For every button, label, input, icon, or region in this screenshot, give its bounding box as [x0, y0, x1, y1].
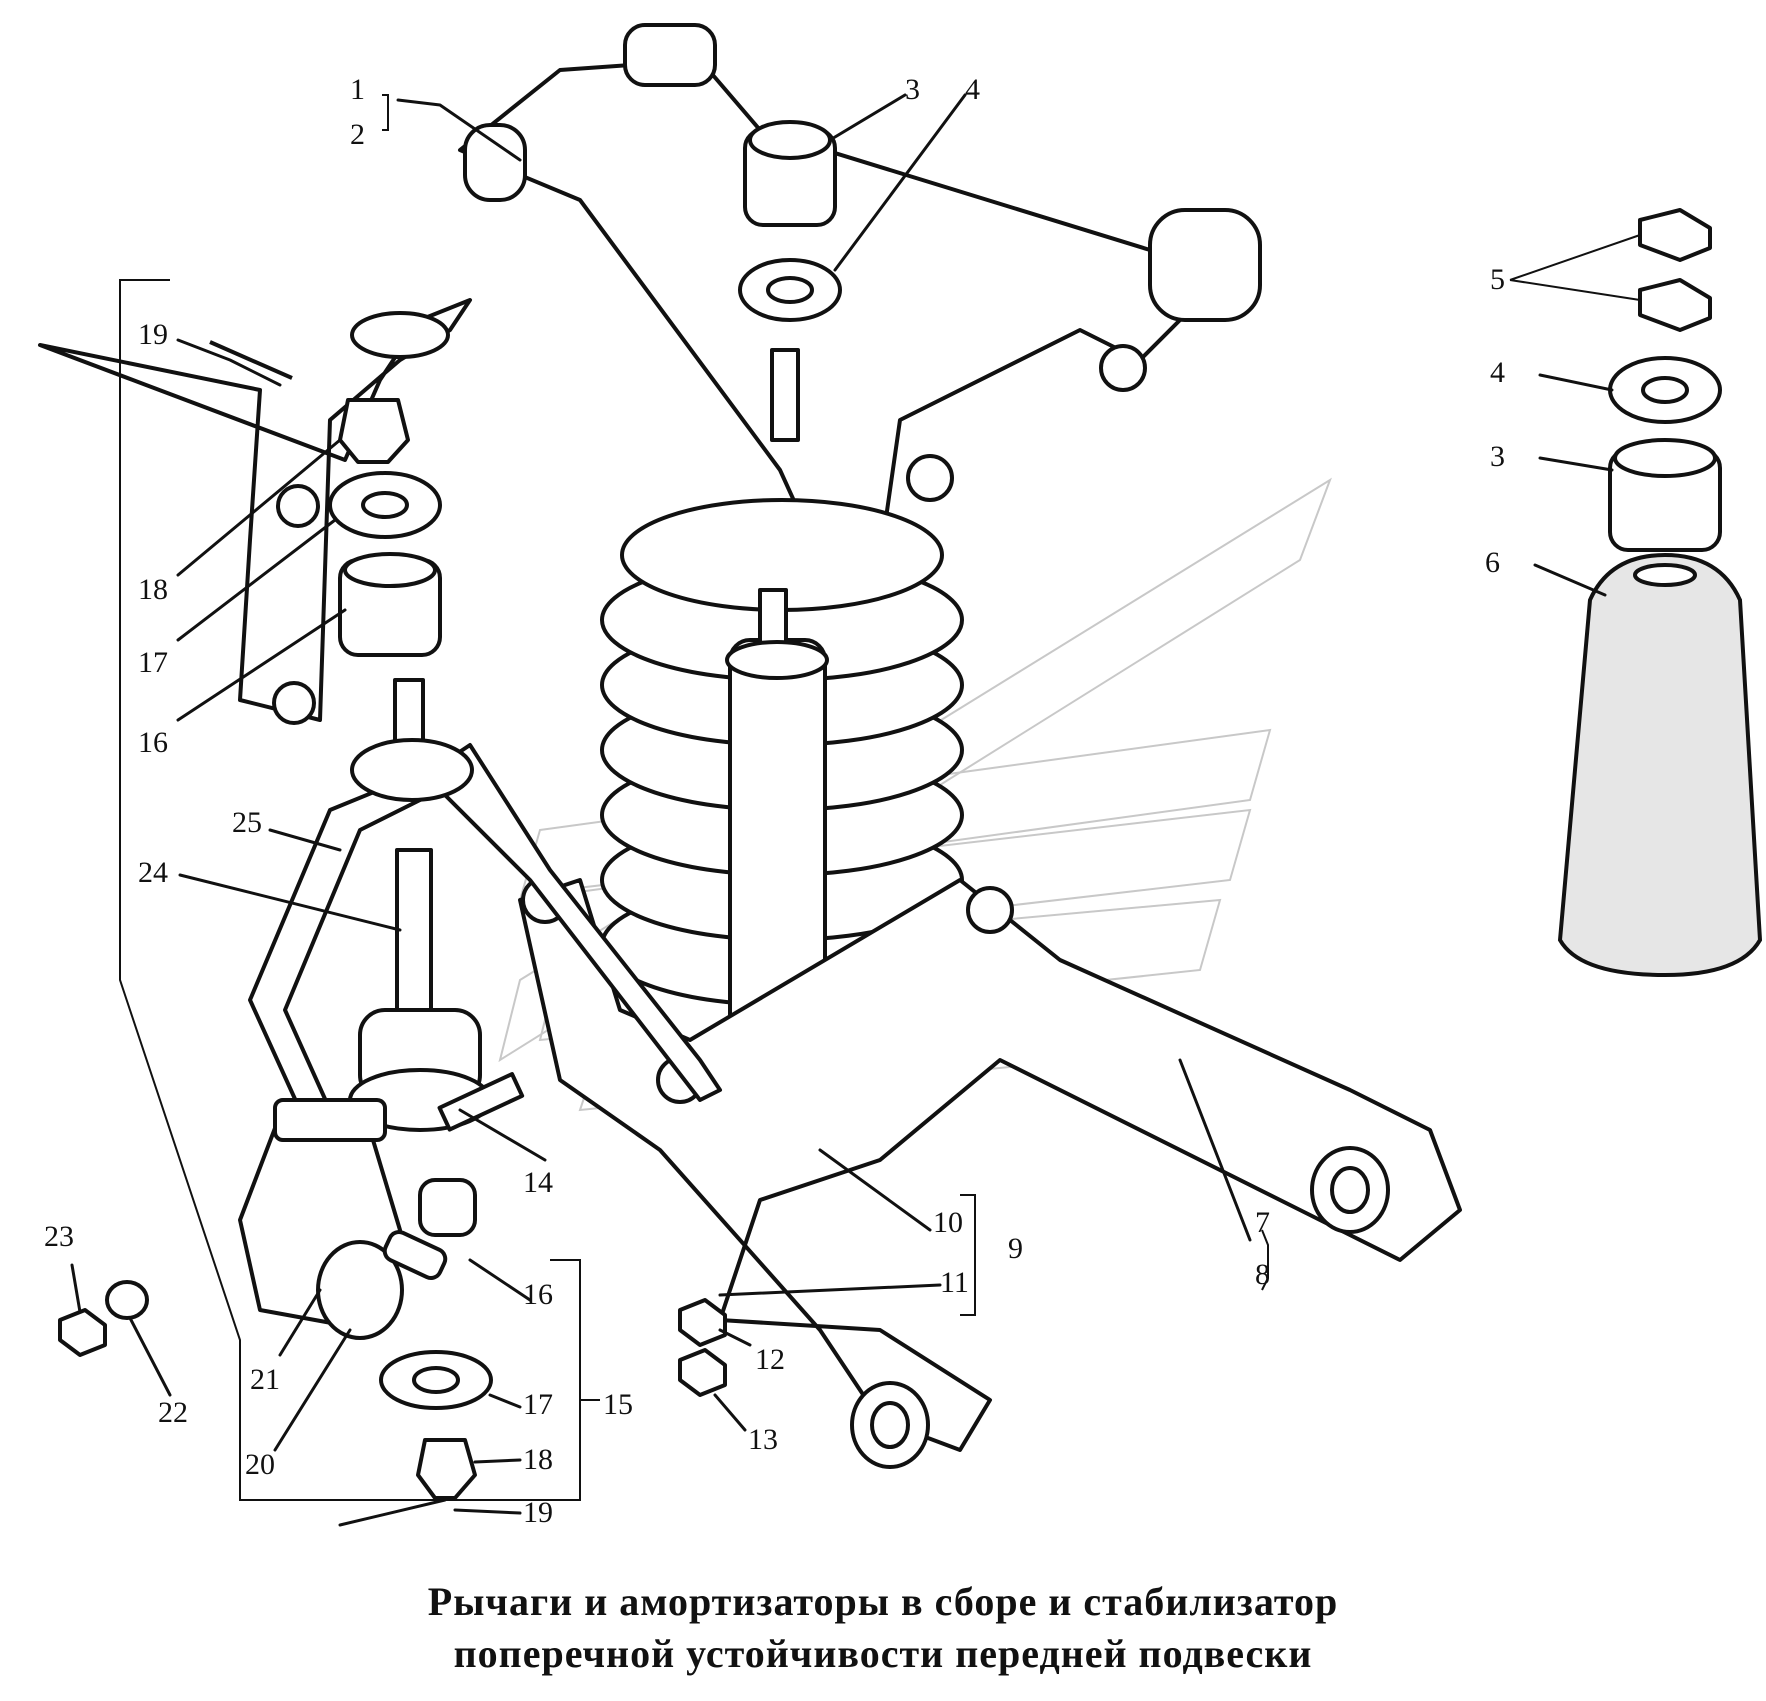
callout-9: 9 [1008, 1232, 1023, 1265]
nuts-22-23 [58, 1280, 149, 1357]
callout-18-upper: 18 [138, 573, 168, 606]
callout-15: 15 [603, 1388, 633, 1421]
leader-lines [70, 93, 1614, 1515]
caption-line-2: поперечной устойчивости передней подвеск… [453, 1631, 1313, 1676]
callout-16-upper: 16 [138, 726, 168, 759]
callout-25: 25 [232, 806, 262, 839]
callout-11: 11 [940, 1266, 969, 1299]
callout-22: 22 [158, 1396, 188, 1429]
callout-16-lower: 16 [523, 1278, 553, 1311]
callout-2: 2 [350, 118, 365, 151]
callout-12: 12 [755, 1343, 785, 1376]
group-brackets [119, 94, 1641, 1501]
callout-14: 14 [523, 1166, 553, 1199]
callout-17-lower: 17 [523, 1388, 553, 1421]
callout-10: 10 [933, 1206, 963, 1239]
upper-control-arm [458, 23, 1262, 582]
caption-line-1: Рычаги и амортизаторы в сборе и стабилиз… [427, 1579, 1339, 1624]
bolt-14 [437, 1072, 525, 1132]
callout-19-lower: 19 [523, 1496, 553, 1529]
callout-20: 20 [245, 1448, 275, 1481]
callout-17-upper: 17 [138, 646, 168, 679]
callout-4-exploded: 4 [1490, 356, 1505, 389]
callout-23: 23 [44, 1220, 74, 1253]
callout-6: 6 [1485, 546, 1500, 579]
callout-21: 21 [250, 1363, 280, 1396]
callout-24: 24 [138, 856, 168, 889]
callout-3: 3 [905, 73, 920, 106]
exploded-parts [1557, 208, 1763, 978]
callout-4: 4 [965, 73, 980, 106]
buffer-upper [738, 120, 842, 322]
stabilizer-bar [248, 743, 722, 1112]
callout-18-lower: 18 [523, 1443, 553, 1476]
callout-13: 13 [748, 1423, 778, 1456]
nuts-12-13 [678, 1298, 727, 1397]
callout-8: 8 [1255, 1258, 1270, 1291]
callout-7: 7 [1255, 1206, 1270, 1239]
callout-1: 1 [350, 73, 365, 106]
clamp-assembly [238, 1098, 477, 1340]
callout-3-exploded: 3 [1490, 440, 1505, 473]
lower-bracket-set [338, 1350, 493, 1527]
callout-19-upper: 19 [138, 318, 168, 351]
callout-5: 5 [1490, 263, 1505, 296]
upper-bracket-set [209, 340, 442, 657]
